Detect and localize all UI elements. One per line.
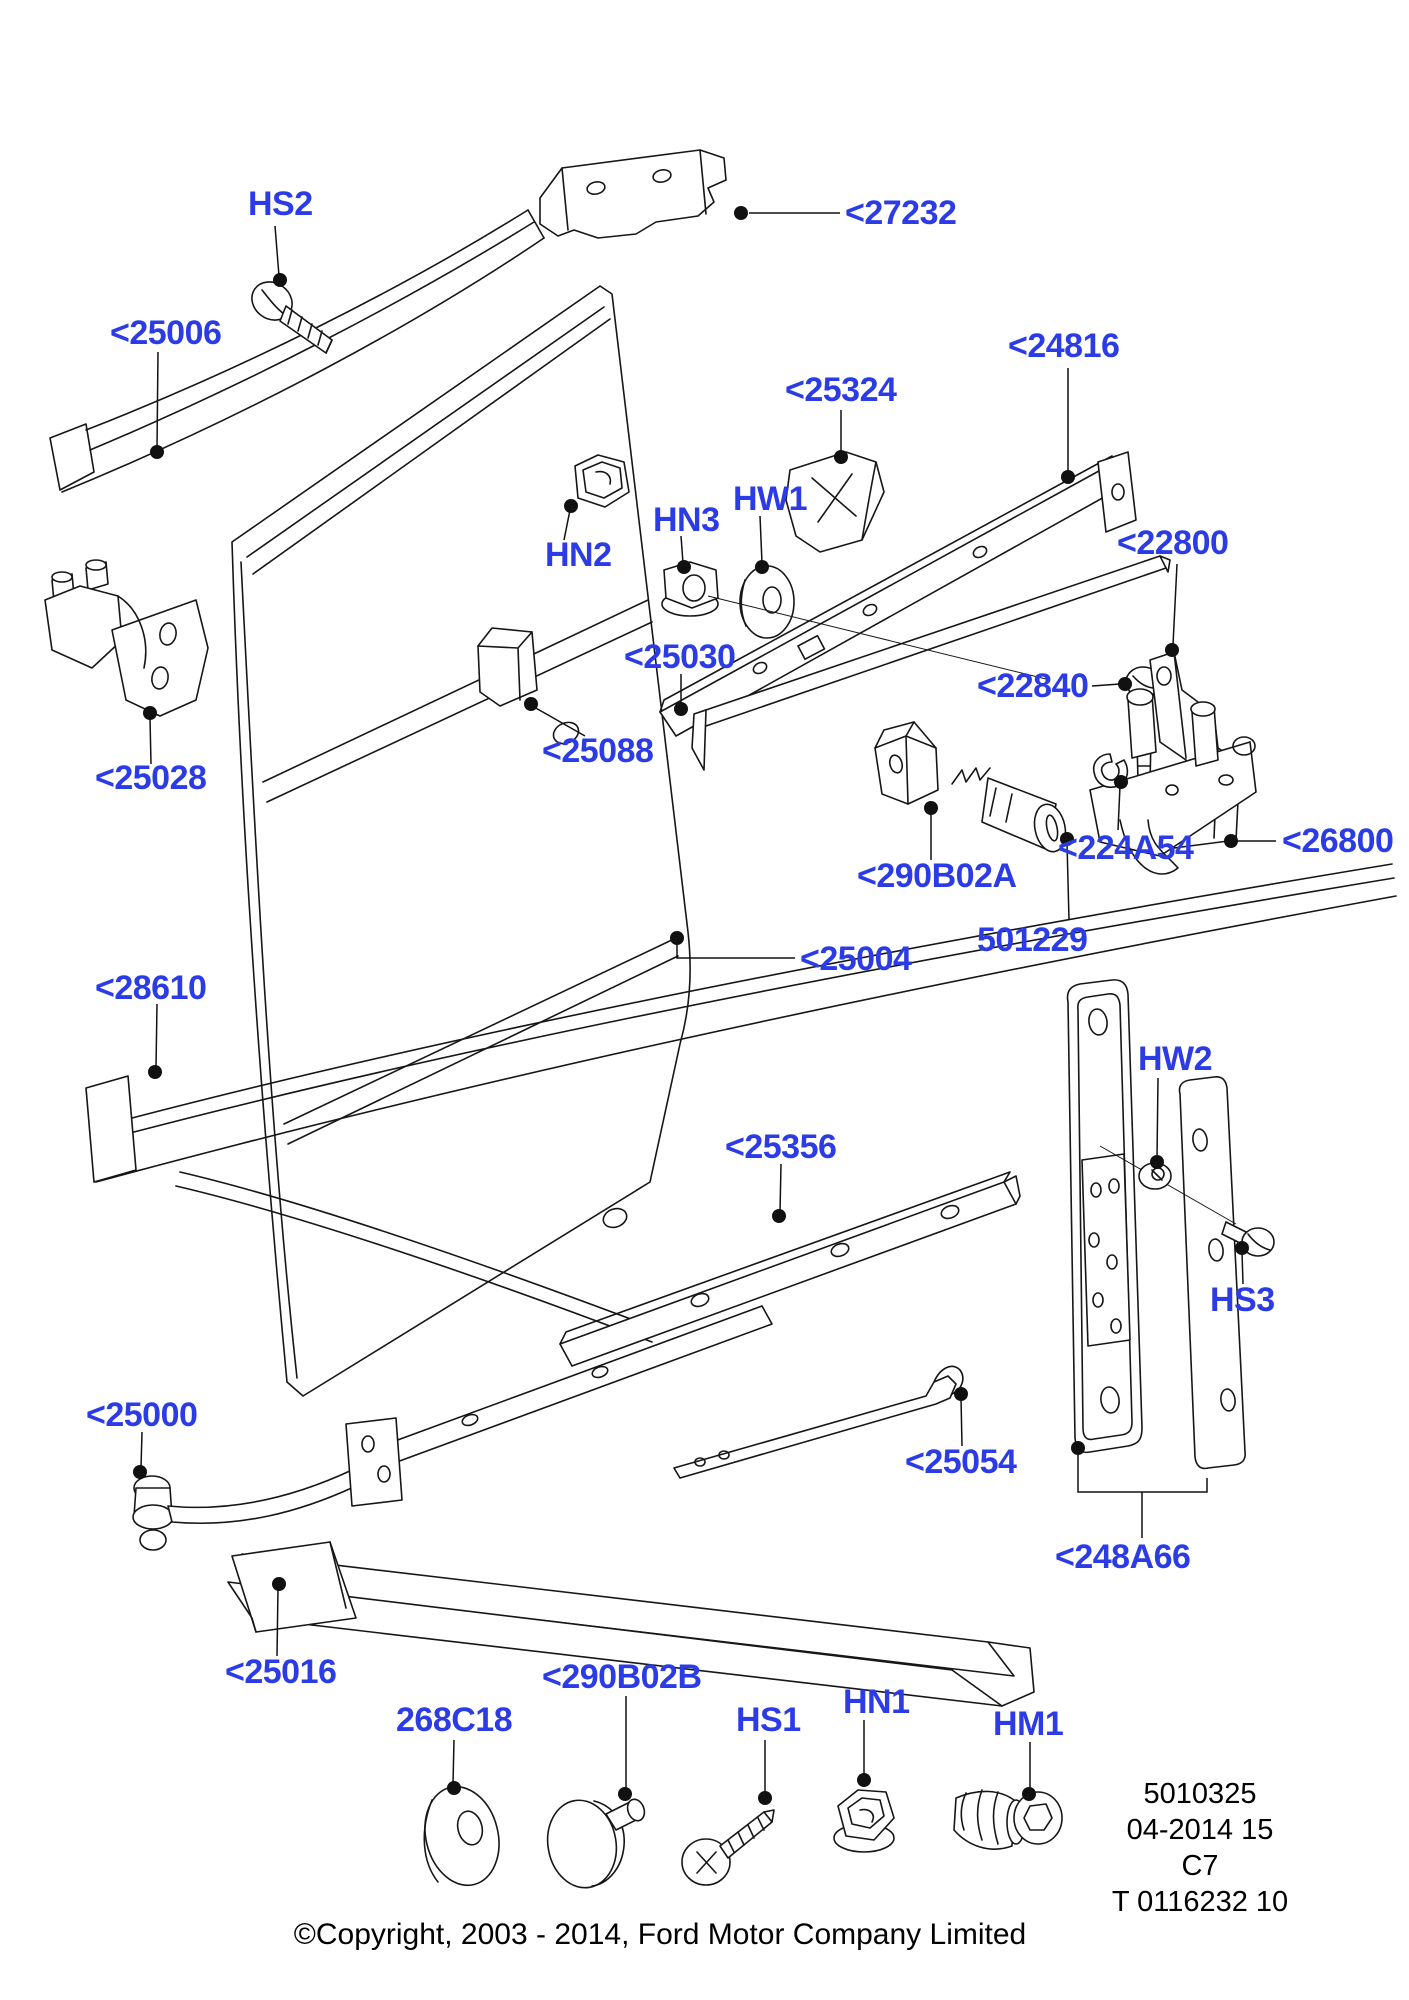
- callout-dots: [133, 206, 1249, 1805]
- part-label-hs3[interactable]: HS3: [1210, 1281, 1275, 1319]
- part-strip-25030: [691, 555, 1171, 771]
- part-label-25324[interactable]: <25324: [785, 371, 897, 409]
- part-label-hw1[interactable]: HW1: [733, 480, 808, 518]
- part-label-25028[interactable]: <25028: [95, 759, 207, 797]
- part-label-25088[interactable]: <25088: [542, 732, 654, 770]
- leader-lines: [140, 212, 1276, 1794]
- part-label-hn3[interactable]: HN3: [653, 501, 720, 539]
- part-screw-hs2: [251, 281, 333, 354]
- part-label-28610[interactable]: <28610: [95, 969, 207, 1007]
- part-label-25004[interactable]: <25004: [800, 940, 912, 978]
- part-screw-hm1: [953, 1789, 1063, 1850]
- part-label-22800[interactable]: <22800: [1117, 524, 1229, 562]
- drawing-reference-block: 5010325 04-2014 15 C7 T 0116232 10: [1090, 1776, 1310, 1920]
- part-nut-hn3: [661, 561, 719, 617]
- part-nut-hn2: [574, 454, 630, 508]
- part-label-22840[interactable]: <22840: [977, 667, 1089, 705]
- part-plug-290b02b: [546, 1798, 646, 1889]
- part-label-25030[interactable]: <25030: [624, 638, 736, 676]
- part-rail-25356: [559, 1171, 1021, 1367]
- assembly-axis-line-hw2: [1099, 1145, 1237, 1225]
- part-block-25088: [477, 627, 538, 707]
- part-weatherstrip-28610: [85, 863, 1397, 1343]
- part-label-290b02a[interactable]: <290B02A: [857, 857, 1017, 895]
- part-nut-hn1: [833, 1789, 895, 1853]
- part-label-27232[interactable]: <27232: [845, 194, 957, 232]
- part-label-hs1[interactable]: HS1: [736, 1701, 801, 1739]
- part-label-hm1[interactable]: HM1: [993, 1705, 1064, 1743]
- part-door-panel: [231, 285, 691, 1397]
- part-label-25006[interactable]: <25006: [110, 314, 222, 352]
- part-sill-25016: [227, 1541, 1035, 1707]
- part-label-hw2[interactable]: HW2: [1138, 1040, 1213, 1078]
- drawing-revision: T 0116232 10: [1111, 1886, 1289, 1918]
- copyright-notice: ©Copyright, 2003 - 2014, Ford Motor Comp…: [293, 1918, 1027, 1951]
- part-hinge-25028: [44, 559, 209, 717]
- part-screw-hs1: [681, 1809, 775, 1886]
- part-label-224a54[interactable]: <224A54: [1058, 829, 1194, 867]
- drawing-sheet: C7: [1181, 1850, 1219, 1882]
- part-label-25054[interactable]: <25054: [905, 1443, 1017, 1481]
- part-rail-248a66-left: [1066, 979, 1143, 1454]
- drawing-date: 04-2014 15: [1126, 1814, 1274, 1846]
- part-label-501229[interactable]: 501229: [977, 921, 1088, 959]
- part-label-25016[interactable]: <25016: [225, 1653, 337, 1691]
- part-cone-25324: [785, 451, 885, 553]
- part-latch-26800: [1089, 688, 1257, 875]
- part-rail-248a66-right: [1178, 1076, 1246, 1470]
- part-label-hn1[interactable]: HN1: [843, 1683, 910, 1721]
- part-roller-25000: [132, 1417, 403, 1551]
- part-label-290b02b[interactable]: <290B02B: [542, 1658, 702, 1696]
- part-label-248a66[interactable]: <248A66: [1055, 1538, 1191, 1576]
- part-bracket-27232: [539, 149, 727, 239]
- part-label-25356[interactable]: <25356: [725, 1128, 837, 1166]
- part-washer-268c18: [423, 1785, 500, 1887]
- assembly-axis-line: [707, 595, 1051, 681]
- part-label-25000[interactable]: <25000: [86, 1396, 198, 1434]
- part-label-24816[interactable]: <24816: [1008, 327, 1120, 365]
- part-clip-290b02a: [874, 721, 939, 805]
- part-washer-hw1: [739, 565, 795, 639]
- drawing-number: 5010325: [1143, 1778, 1257, 1810]
- part-label-268c18[interactable]: 268C18: [396, 1701, 513, 1739]
- part-label-hs2[interactable]: HS2: [248, 185, 313, 223]
- part-label-hn2[interactable]: HN2: [545, 536, 612, 574]
- part-rail-24816: [659, 451, 1137, 737]
- part-lock-cylinder-501229: [951, 767, 1067, 853]
- part-washer-hw2: [1138, 1162, 1172, 1190]
- part-label-26800[interactable]: <26800: [1282, 822, 1394, 860]
